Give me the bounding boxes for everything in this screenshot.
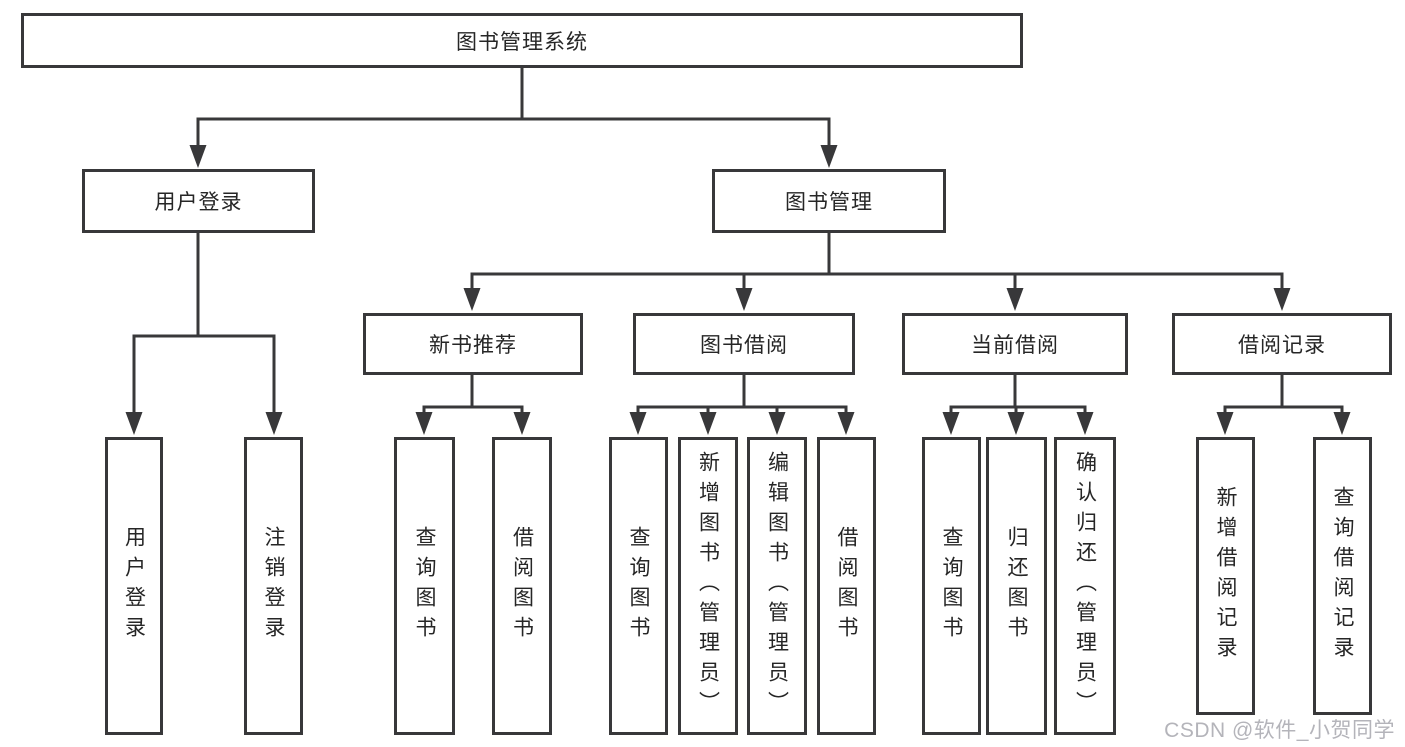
csdn-watermark: CSDN @软件_小贺同学 [1164,719,1395,742]
connector-book-borrow-group [636,375,848,417]
leaf-return-books-label: 归还图书 [1005,526,1028,646]
leaf-add-books-admin: 新增图书（管理员） [678,437,738,735]
leaf-borrow-books-recommend: 借阅图书 [492,437,552,735]
leaf-add-borrow-record: 新增借阅记录 [1196,437,1255,715]
leaf-borrow-books-label: 借阅图书 [835,526,858,646]
leaf-user-login: 用户登录 [105,437,163,735]
connector-new-book-group [422,375,524,417]
leaf-edit-books-admin: 编辑图书（管理员） [747,437,807,735]
leaf-query-books-borrow-label: 查询图书 [627,526,650,646]
leaf-query-books-recommend: 查询图书 [394,437,455,735]
leaf-edit-books-admin-label: 编辑图书（管理员） [765,451,789,721]
node-book-borrowing-label: 图书借阅 [700,334,788,357]
node-book-borrowing: 图书借阅 [633,313,855,375]
node-new-book-recommend-label: 新书推荐 [429,334,517,357]
node-book-management-branch: 图书管理 [712,169,946,233]
leaf-user-login-label: 用户登录 [122,526,146,646]
arrowheads [125,145,1351,435]
leaf-add-borrow-record-label: 新增借阅记录 [1214,486,1237,666]
connector-root-to-level2 [196,68,831,150]
node-new-book-recommend: 新书推荐 [363,313,583,375]
leaf-query-books-current: 查询图书 [922,437,981,735]
leaf-query-borrow-record: 查询借阅记录 [1313,437,1372,715]
node-user-login-branch: 用户登录 [82,169,315,233]
leaf-logout: 注销登录 [244,437,303,735]
connector-current-borrow-group [949,375,1087,417]
leaf-borrow-books-recommend-label: 借阅图书 [510,526,534,646]
connector-user-login-group [132,233,276,417]
connector-lines [132,68,1344,417]
leaf-query-books-borrow: 查询图书 [609,437,668,735]
connector-book-management-to-level3 [470,233,1284,293]
node-borrowing-records-label: 借阅记录 [1238,334,1326,357]
leaf-query-books-current-label: 查询图书 [940,526,963,646]
node-root-label: 图书管理系统 [456,30,588,54]
leaf-borrow-books: 借阅图书 [817,437,876,735]
node-current-borrowing-label: 当前借阅 [971,334,1059,357]
leaf-return-books: 归还图书 [986,437,1047,735]
node-user-login-branch-label: 用户登录 [154,191,243,214]
leaf-add-books-admin-label: 新增图书（管理员） [696,451,720,721]
node-borrowing-records: 借阅记录 [1172,313,1392,375]
leaf-logout-label: 注销登录 [262,526,285,646]
node-root-system: 图书管理系统 [21,13,1023,68]
leaf-confirm-return-admin-label: 确认归还（管理员） [1073,451,1097,721]
node-current-borrowing: 当前借阅 [902,313,1128,375]
leaf-query-books-recommend-label: 查询图书 [413,526,436,646]
leaf-query-borrow-record-label: 查询借阅记录 [1331,486,1354,666]
connector-records-group [1223,375,1344,417]
node-book-management-label: 图书管理 [785,191,873,214]
leaf-confirm-return-admin: 确认归还（管理员） [1054,437,1116,735]
